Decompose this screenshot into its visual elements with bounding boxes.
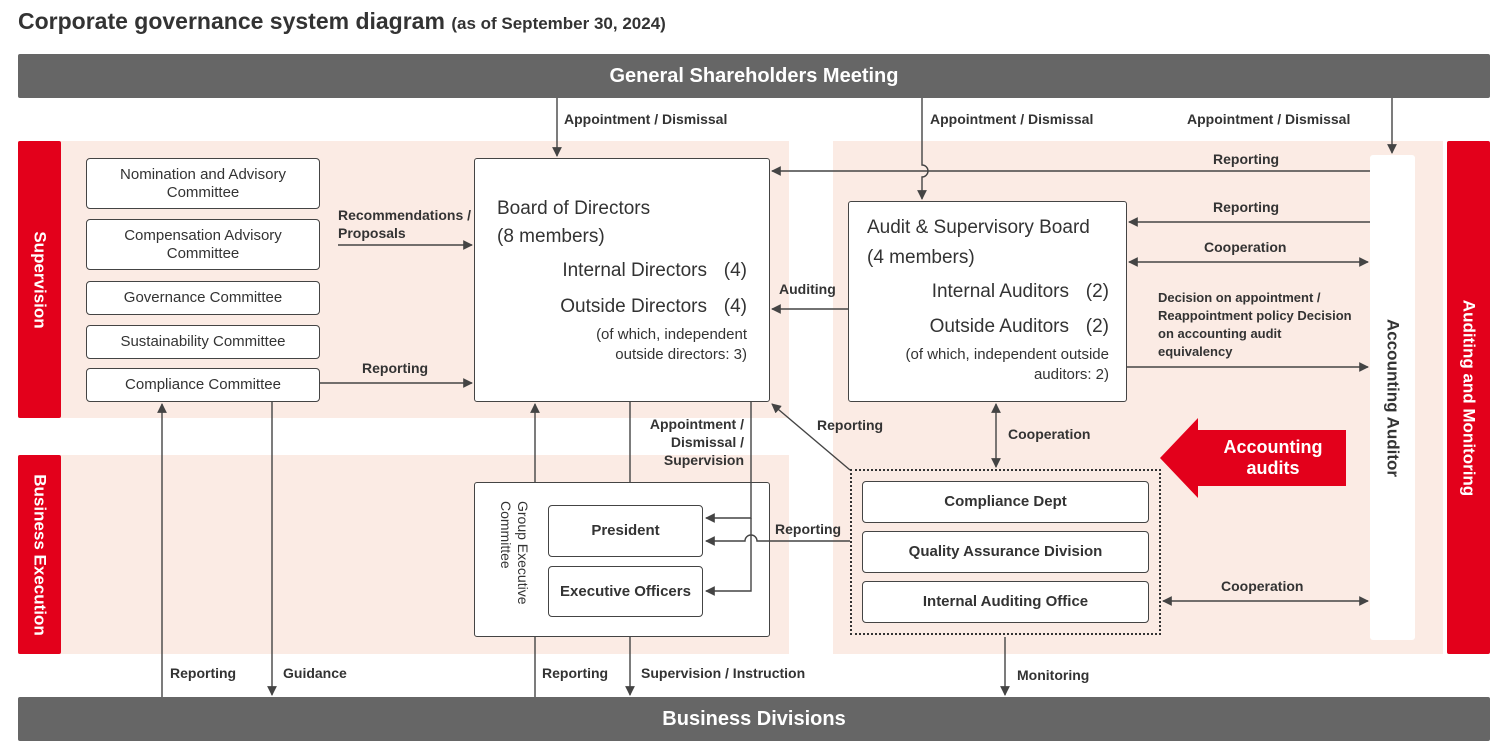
governance-committee-box: Governance Committee bbox=[86, 281, 320, 315]
accounting-audits-label: Accounting audits bbox=[1223, 437, 1323, 478]
audit-supervisory-board-box: Audit & Supervisory Board (4 members) In… bbox=[848, 201, 1127, 402]
label-auditing: Auditing bbox=[779, 281, 836, 297]
quality-assurance-box: Quality Assurance Division bbox=[862, 531, 1149, 573]
business-execution-tab: Business Execution bbox=[18, 455, 61, 654]
president-box: President bbox=[548, 505, 703, 557]
board-note: (of which, independent outside directors… bbox=[596, 326, 747, 363]
board-outside-count: (4) bbox=[723, 296, 747, 317]
diagram-title: Corporate governance system diagram (as … bbox=[18, 8, 666, 35]
accounting-auditor-column: Accounting Auditor bbox=[1370, 155, 1415, 640]
audit-board-note: (of which, independent outside auditors:… bbox=[905, 346, 1109, 383]
label-reporting-dept-board: Reporting bbox=[817, 417, 884, 433]
label-cooperation-acc-audit: Cooperation bbox=[1204, 239, 1287, 255]
group-executive-committee-label: Group Executive Committee bbox=[498, 501, 531, 605]
audit-board-internal-count: (2) bbox=[1085, 281, 1109, 302]
internal-auditing-office-box: Internal Auditing Office bbox=[862, 581, 1149, 623]
label-appointment-audit-board: Appointment / Dismissal bbox=[930, 111, 1094, 127]
supervision-label: Supervision bbox=[30, 230, 50, 329]
compensation-committee-box: Compensation Advisory Committee bbox=[86, 219, 320, 270]
label-decision: Decision on appointment / Reappointment … bbox=[1158, 290, 1352, 359]
label-reporting-acc-audit: Reporting bbox=[1213, 199, 1280, 215]
shareholders-bar: General Shareholders Meeting bbox=[18, 54, 1490, 98]
label-reporting-dept-president: Reporting bbox=[775, 521, 842, 537]
board-of-directors-box: Board of Directors (8 members) Internal … bbox=[474, 158, 770, 402]
auditing-monitoring-tab: Auditing and Monitoring bbox=[1447, 141, 1490, 654]
accounting-auditor-label: Accounting Auditor bbox=[1383, 318, 1403, 477]
audit-board-outside-label: Outside Auditors bbox=[929, 316, 1069, 337]
label-supervision-instruction: Supervision / Instruction bbox=[641, 665, 806, 681]
executive-officers-box: Executive Officers bbox=[548, 566, 703, 617]
divisions-bar: Business Divisions bbox=[18, 697, 1490, 741]
accounting-audits-callout bbox=[1160, 418, 1346, 498]
audit-board-outside-count: (2) bbox=[1085, 316, 1109, 337]
label-appointment-accounting-auditor: Appointment / Dismissal bbox=[1187, 111, 1351, 127]
departments-group bbox=[850, 469, 1161, 635]
business-execution-label: Business Execution bbox=[30, 473, 50, 636]
label-appointment-board: Appointment / Dismissal bbox=[564, 111, 728, 127]
title-main: Corporate governance system diagram bbox=[18, 8, 445, 34]
board-members: (8 members) bbox=[497, 226, 605, 247]
supervision-tab: Supervision bbox=[18, 141, 61, 418]
board-title: Board of Directors bbox=[497, 198, 651, 219]
audit-board-title: Audit & Supervisory Board bbox=[867, 217, 1090, 238]
label-reporting-bottom-mid: Reporting bbox=[542, 665, 609, 681]
title-date: (as of September 30, 2024) bbox=[451, 14, 666, 33]
label-cooperation-acc-dept: Cooperation bbox=[1221, 578, 1304, 594]
auditing-monitoring-label: Auditing and Monitoring bbox=[1459, 299, 1479, 496]
board-internal-label: Internal Directors bbox=[562, 260, 707, 281]
sustainability-committee-box: Sustainability Committee bbox=[86, 325, 320, 359]
label-recommendations: Recommendations / Proposals bbox=[338, 207, 472, 241]
label-reporting-acc-board: Reporting bbox=[1213, 151, 1280, 167]
compliance-committee-box: Compliance Committee bbox=[86, 368, 320, 402]
board-internal-count: (4) bbox=[723, 260, 747, 281]
label-guidance: Guidance bbox=[283, 665, 347, 681]
label-cooperation-audit-dept: Cooperation bbox=[1008, 426, 1091, 442]
label-reporting-compliance: Reporting bbox=[362, 360, 429, 376]
label-monitoring: Monitoring bbox=[1017, 667, 1090, 683]
audit-board-internal-label: Internal Auditors bbox=[931, 281, 1069, 302]
audit-board-members: (4 members) bbox=[867, 247, 975, 268]
board-outside-label: Outside Directors bbox=[560, 296, 707, 317]
nomination-committee-box: Nomination and Advisory Committee bbox=[86, 158, 320, 209]
label-appointment-supervision: Appointment / Dismissal / Supervision bbox=[649, 416, 744, 468]
compliance-dept-box: Compliance Dept bbox=[862, 481, 1149, 523]
label-reporting-bottom-left: Reporting bbox=[170, 665, 237, 681]
